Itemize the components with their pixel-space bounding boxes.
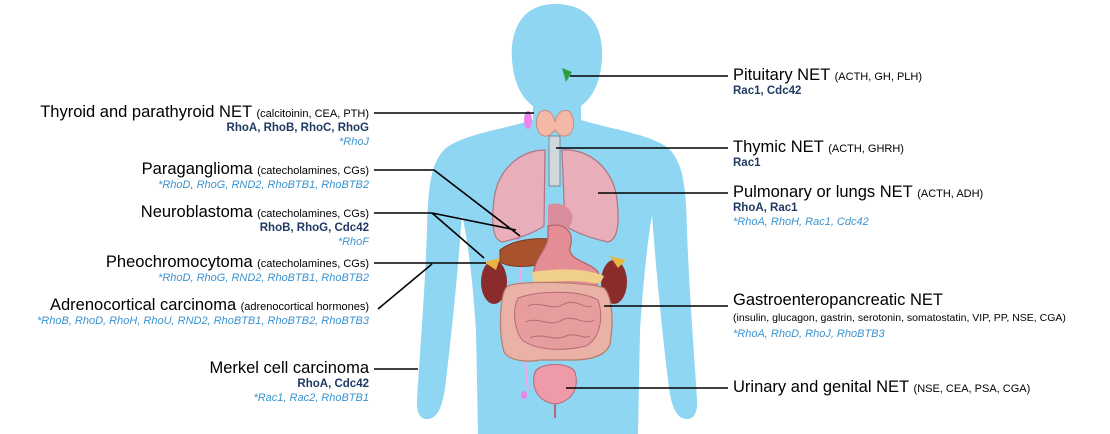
label-hormones: (insulin, glucagon, gastrin, serotonin, … <box>733 312 1066 324</box>
label-title: Pulmonary or lungs NET <box>733 183 913 201</box>
label-thyroid-parathyroid: Thyroid and parathyroid NET (calcitoinin… <box>40 103 369 148</box>
trachea <box>549 136 560 186</box>
label-title: Pituitary NET <box>733 66 830 84</box>
label-pheochromocytoma: Pheochromocytoma (catecholamines, CGs) *… <box>106 253 369 285</box>
label-pituitary-net: Pituitary NET (ACTH, GH, PLH) Rac1, Cdc4… <box>733 66 922 99</box>
label-urinary-genital-net: Urinary and genital NET (NSE, CEA, PSA, … <box>733 378 1030 397</box>
rho-candidate: *RhoD, RhoG, RND2, RhoBTB1, RhoBTB2 <box>106 272 369 285</box>
label-hormones: (ACTH, GHRH) <box>828 143 904 155</box>
label-hormones: (ACTH, GH, PLH) <box>835 71 922 83</box>
rho-candidate: *Rac1, Rac2, RhoBTB1 <box>209 392 369 405</box>
rho-candidate: *RhoB, RhoD, RhoH, RhoU, RND2, RhoBTB1, … <box>37 315 369 328</box>
label-title: Pheochromocytoma <box>106 253 253 271</box>
label-merkel-cell-carcinoma: Merkel cell carcinoma RhoA, Cdc42 *Rac1,… <box>209 359 369 404</box>
label-thymic-net: Thymic NET (ACTH, GHRH) Rac1 <box>733 138 904 171</box>
rho-established: RhoA, RhoB, RhoC, RhoG <box>40 122 369 135</box>
rho-established: RhoA, Cdc42 <box>209 378 369 391</box>
label-hormones: (catecholamines, CGs) <box>257 208 369 220</box>
rho-candidate: *RhoA, RhoH, Rac1, Cdc42 <box>733 216 983 229</box>
label-title: Paraganglioma <box>142 160 253 178</box>
label-hormones: (catecholamines, CGs) <box>257 165 369 177</box>
rho-established: Rac1, Cdc42 <box>733 85 922 98</box>
label-title: Adrenocortical carcinoma <box>50 296 236 314</box>
rho-candidate: *RhoD, RhoG, RND2, RhoBTB1, RhoBTB2 <box>142 179 369 192</box>
rho-candidate: *RhoA, RhoD, RhoJ, RhoBTB3 <box>733 328 1066 341</box>
marker-paraganglion-4 <box>521 391 527 399</box>
rho-established: RhoA, Rac1 <box>733 202 983 215</box>
label-adrenocortical-carcinoma: Adrenocortical carcinoma (adrenocortical… <box>37 296 369 328</box>
label-title: Thyroid and parathyroid NET <box>40 103 252 121</box>
small-intestine <box>515 292 601 349</box>
label-title: Merkel cell carcinoma <box>209 359 369 377</box>
label-gastroenteropancreatic-net: Gastroenteropancreatic NET (insulin, glu… <box>733 291 1066 341</box>
label-paraganglioma: Paraganglioma (catecholamines, CGs) *Rho… <box>142 160 369 192</box>
label-hormones: (catecholamines, CGs) <box>257 258 369 270</box>
rho-candidate: *RhoJ <box>40 136 369 149</box>
label-title: Neuroblastoma <box>141 203 253 221</box>
label-title: Gastroenteropancreatic NET <box>733 291 1066 310</box>
rho-established: RhoB, RhoG, Cdc42 <box>141 222 369 235</box>
label-hormones: (adrenocortical hormones) <box>241 301 369 313</box>
label-title: Urinary and genital NET <box>733 378 909 396</box>
label-title: Thymic NET <box>733 138 824 156</box>
label-pulmonary-net: Pulmonary or lungs NET (ACTH, ADH) RhoA,… <box>733 183 983 228</box>
rho-established: Rac1 <box>733 157 904 170</box>
label-neuroblastoma: Neuroblastoma (catecholamines, CGs) RhoB… <box>141 203 369 248</box>
rho-candidate: *RhoF <box>141 236 369 249</box>
label-hormones: (NSE, CEA, PSA, CGA) <box>914 383 1031 395</box>
label-hormones: (calcitoinin, CEA, PTH) <box>257 108 369 120</box>
label-hormones: (ACTH, ADH) <box>917 188 983 200</box>
